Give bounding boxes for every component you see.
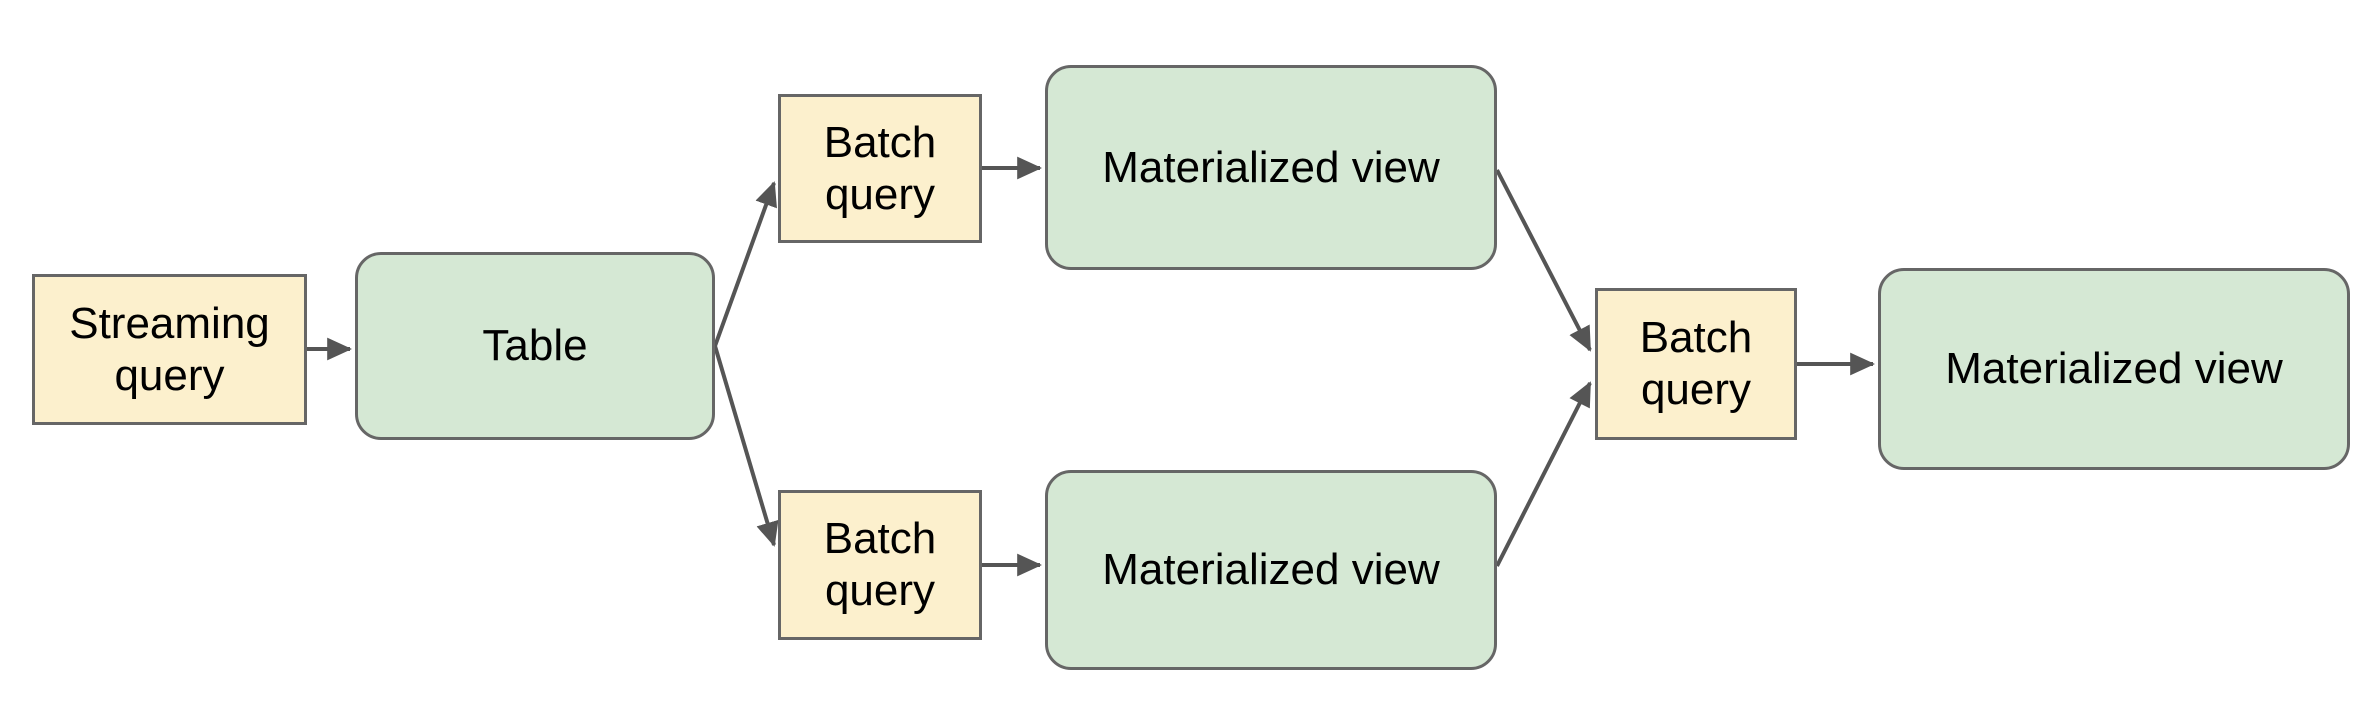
node-streaming-query-label: Streaming query xyxy=(69,298,270,400)
edge-table-to-batch-bottom xyxy=(713,345,779,547)
node-materialized-view-top[interactable]: Materialized view xyxy=(1045,65,1497,270)
node-table-label: Table xyxy=(482,321,588,371)
edge-mv-bottom-to-batch-merge xyxy=(1495,381,1592,567)
node-materialized-view-top-label: Materialized view xyxy=(1102,142,1440,192)
node-streaming-query[interactable]: Streaming query xyxy=(32,274,307,425)
node-table[interactable]: Table xyxy=(355,252,715,440)
node-batch-query-top[interactable]: Batch query xyxy=(778,94,982,243)
node-materialized-view-bottom-label: Materialized view xyxy=(1102,545,1440,595)
node-batch-query-bottom-label: Batch query xyxy=(823,514,937,615)
node-materialized-view-final-label: Materialized view xyxy=(1945,344,2283,394)
edge-mv-top-to-batch-merge xyxy=(1495,169,1592,352)
node-batch-query-merge[interactable]: Batch query xyxy=(1595,288,1797,440)
node-batch-query-merge-label: Batch query xyxy=(1639,313,1753,414)
node-materialized-view-bottom[interactable]: Materialized view xyxy=(1045,470,1497,670)
node-materialized-view-final[interactable]: Materialized view xyxy=(1878,268,2350,470)
node-batch-query-top-label: Batch query xyxy=(823,117,937,219)
node-batch-query-bottom[interactable]: Batch query xyxy=(778,490,982,640)
edge-table-to-batch-top xyxy=(713,181,777,347)
